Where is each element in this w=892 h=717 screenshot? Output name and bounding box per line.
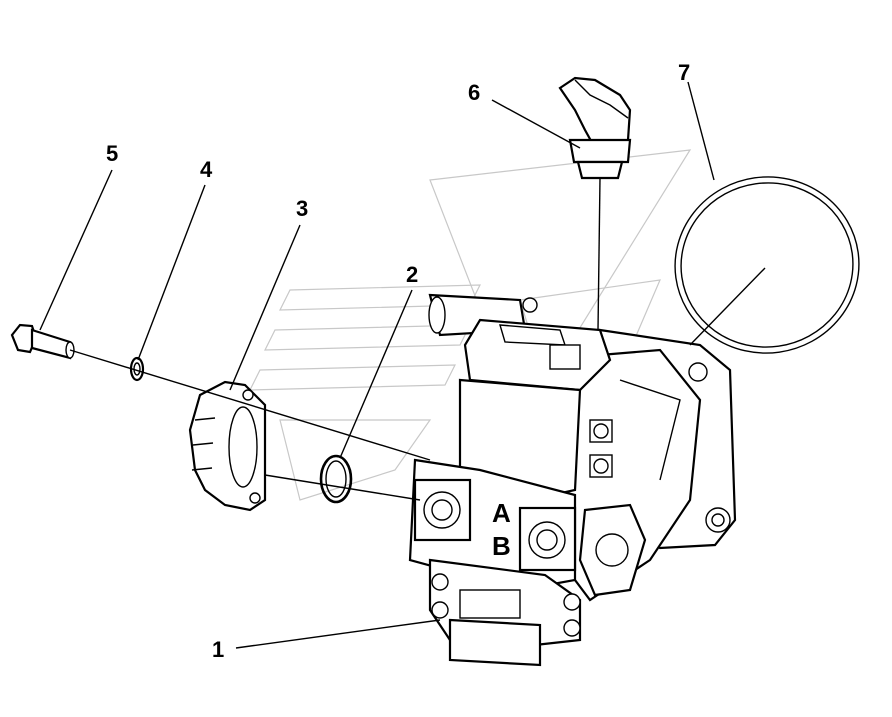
- part-3-flange: [188, 380, 267, 512]
- port-label-b: B: [492, 531, 511, 561]
- part-6-elbow-fitting: [558, 76, 632, 180]
- leader-lines: [39, 81, 766, 649]
- callout-4: 4: [200, 157, 213, 182]
- callout-2: 2: [406, 262, 418, 287]
- part-7-o-ring-large: [674, 176, 860, 354]
- port-label-a: A: [492, 498, 511, 528]
- callout-labels: 1 2 3 4 5 6 7: [106, 60, 690, 662]
- callout-1: 1: [212, 637, 224, 662]
- callout-6: 6: [468, 80, 480, 105]
- part-1-pump-assembly: B A: [408, 293, 737, 667]
- part-5-bolt: [10, 323, 75, 360]
- callout-3: 3: [296, 196, 308, 221]
- part-2-o-ring-small: [319, 454, 353, 504]
- assembly-lines: [69, 177, 601, 501]
- callout-5: 5: [106, 141, 118, 166]
- callout-7: 7: [678, 60, 690, 85]
